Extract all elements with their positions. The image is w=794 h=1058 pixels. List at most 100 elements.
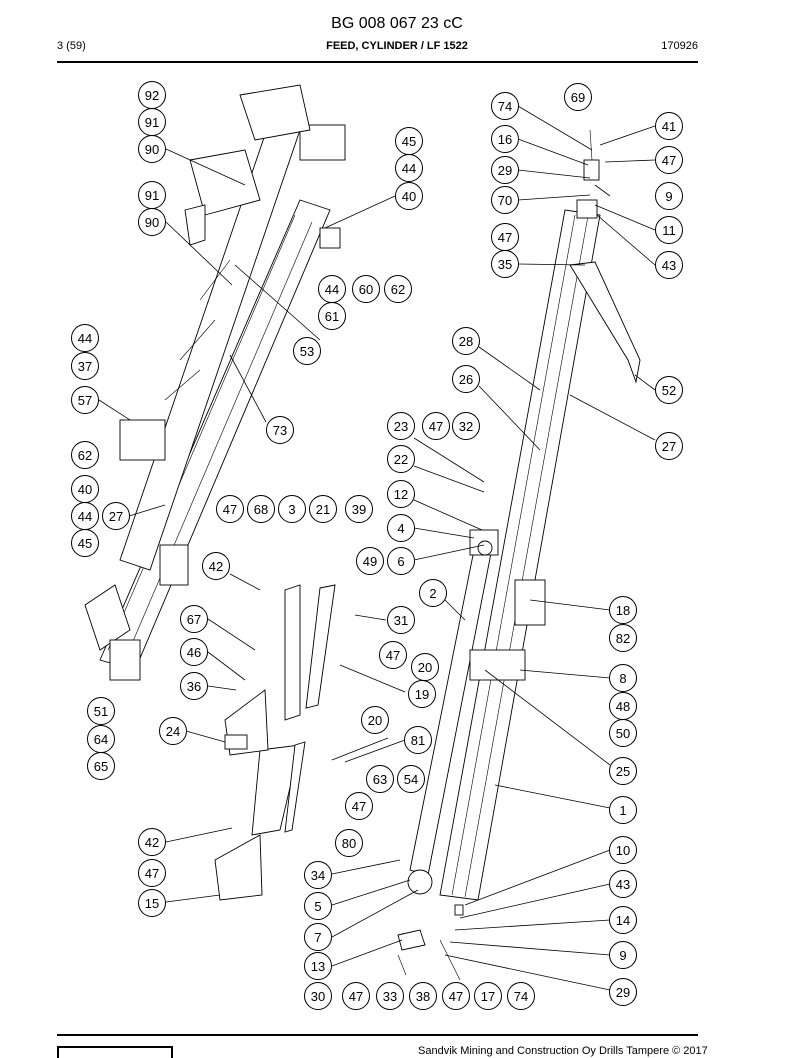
callout-label: 3 bbox=[288, 502, 295, 517]
callout-label: 69 bbox=[571, 90, 585, 105]
callout-57: 57 bbox=[71, 386, 99, 414]
callout-1: 1 bbox=[609, 796, 637, 824]
callout-label: 90 bbox=[145, 215, 159, 230]
middle-plates bbox=[214, 584, 336, 901]
callout-47: 47 bbox=[442, 982, 470, 1010]
callout-16: 16 bbox=[491, 125, 519, 153]
callout-31: 31 bbox=[387, 606, 415, 634]
callout-label: 5 bbox=[314, 899, 321, 914]
callout-90: 90 bbox=[138, 208, 166, 236]
callout-label: 52 bbox=[662, 383, 676, 398]
callout-44: 44 bbox=[71, 502, 99, 530]
callout-label: 20 bbox=[368, 713, 382, 728]
callout-label: 13 bbox=[311, 959, 325, 974]
callout-label: 29 bbox=[498, 163, 512, 178]
callout-69: 69 bbox=[564, 83, 592, 111]
callout-label: 91 bbox=[145, 188, 159, 203]
callout-60: 60 bbox=[352, 275, 380, 303]
callout-47: 47 bbox=[345, 792, 373, 820]
callout-43: 43 bbox=[609, 870, 637, 898]
callout-label: 54 bbox=[404, 772, 418, 787]
callout-21: 21 bbox=[309, 495, 337, 523]
callout-label: 44 bbox=[402, 161, 416, 176]
callout-10: 10 bbox=[609, 836, 637, 864]
callout-label: 30 bbox=[311, 989, 325, 1004]
callout-70: 70 bbox=[491, 186, 519, 214]
callout-63: 63 bbox=[366, 765, 394, 793]
callout-label: 27 bbox=[662, 439, 676, 454]
callout-label: 11 bbox=[662, 223, 676, 238]
callout-29: 29 bbox=[491, 156, 519, 184]
callout-label: 73 bbox=[273, 423, 287, 438]
callout-label: 29 bbox=[616, 985, 630, 1000]
callout-label: 42 bbox=[209, 559, 223, 574]
callout-label: 47 bbox=[349, 989, 363, 1004]
callout-7: 7 bbox=[304, 923, 332, 951]
callout-label: 47 bbox=[386, 648, 400, 663]
callout-20: 20 bbox=[361, 706, 389, 734]
callout-label: 4 bbox=[397, 521, 404, 536]
callout-label: 44 bbox=[78, 331, 92, 346]
callout-73: 73 bbox=[266, 416, 294, 444]
callout-62: 62 bbox=[71, 441, 99, 469]
callout-label: 12 bbox=[394, 487, 408, 502]
callout-91: 91 bbox=[138, 181, 166, 209]
callout-44: 44 bbox=[318, 275, 346, 303]
callout-label: 57 bbox=[78, 393, 92, 408]
callout-label: 45 bbox=[78, 536, 92, 551]
footer-copyright: Sandvik Mining and Construction Oy Drill… bbox=[418, 1045, 708, 1057]
callout-label: 14 bbox=[616, 913, 630, 928]
callout-label: 18 bbox=[616, 603, 630, 618]
callout-45: 45 bbox=[395, 127, 423, 155]
callout-45: 45 bbox=[71, 529, 99, 557]
callout-51: 51 bbox=[87, 697, 115, 725]
callout-label: 65 bbox=[94, 759, 108, 774]
callout-9: 9 bbox=[655, 182, 683, 210]
callout-label: 21 bbox=[316, 502, 330, 517]
callout-43: 43 bbox=[655, 251, 683, 279]
callout-9: 9 bbox=[609, 941, 637, 969]
callout-label: 32 bbox=[459, 419, 473, 434]
callout-label: 37 bbox=[78, 359, 92, 374]
callout-35: 35 bbox=[491, 250, 519, 278]
callout-label: 70 bbox=[498, 193, 512, 208]
callout-40: 40 bbox=[71, 475, 99, 503]
callout-label: 10 bbox=[616, 843, 630, 858]
callout-label: 45 bbox=[402, 134, 416, 149]
header-rule bbox=[57, 61, 698, 63]
callout-label: 50 bbox=[616, 726, 630, 741]
callout-label: 80 bbox=[342, 836, 356, 851]
callout-13: 13 bbox=[304, 952, 332, 980]
callout-label: 33 bbox=[383, 989, 397, 1004]
callout-3: 3 bbox=[278, 495, 306, 523]
callout-label: 43 bbox=[616, 877, 630, 892]
callout-22: 22 bbox=[387, 445, 415, 473]
callout-8: 8 bbox=[609, 664, 637, 692]
callout-26: 26 bbox=[452, 365, 480, 393]
callout-label: 7 bbox=[314, 930, 321, 945]
callout-label: 27 bbox=[109, 509, 123, 524]
callout-46: 46 bbox=[180, 638, 208, 666]
callout-32: 32 bbox=[452, 412, 480, 440]
callout-label: 44 bbox=[78, 509, 92, 524]
parts-illustration bbox=[84, 84, 641, 981]
callout-label: 47 bbox=[498, 230, 512, 245]
callout-label: 61 bbox=[325, 309, 339, 324]
callout-label: 81 bbox=[411, 733, 425, 748]
callout-11: 11 bbox=[655, 216, 683, 244]
callout-27: 27 bbox=[102, 502, 130, 530]
callout-2: 2 bbox=[419, 579, 447, 607]
callout-label: 31 bbox=[394, 613, 408, 628]
callout-36: 36 bbox=[180, 672, 208, 700]
callout-label: 51 bbox=[94, 704, 108, 719]
callout-label: 42 bbox=[145, 835, 159, 850]
callout-74: 74 bbox=[507, 982, 535, 1010]
sandvik-logo bbox=[57, 1046, 173, 1058]
callout-label: 39 bbox=[352, 502, 366, 517]
callout-label: 16 bbox=[498, 132, 512, 147]
callout-label: 46 bbox=[187, 645, 201, 660]
callout-82: 82 bbox=[609, 624, 637, 652]
page-title: FEED, CYLINDER / LF 1522 bbox=[326, 40, 468, 52]
